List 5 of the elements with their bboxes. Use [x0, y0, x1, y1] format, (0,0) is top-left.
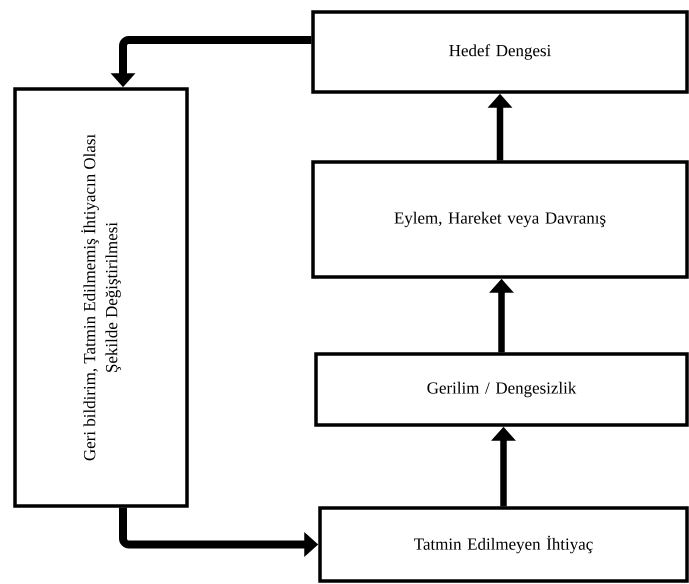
- process-box: Hedef Dengesi: [311, 10, 689, 94]
- process-box: Gerilim / Dengesizlik: [314, 352, 689, 427]
- process-box: Eylem, Hareket veya Davranış: [311, 160, 689, 279]
- process-box: Tatmin Edilmeyen İhtiyaç: [318, 506, 689, 583]
- process-box: Geri bildirim, Tatmin Edilmemiş İhtiyacın Olası Şekilde Değiştirilmesi: [13, 87, 189, 508]
